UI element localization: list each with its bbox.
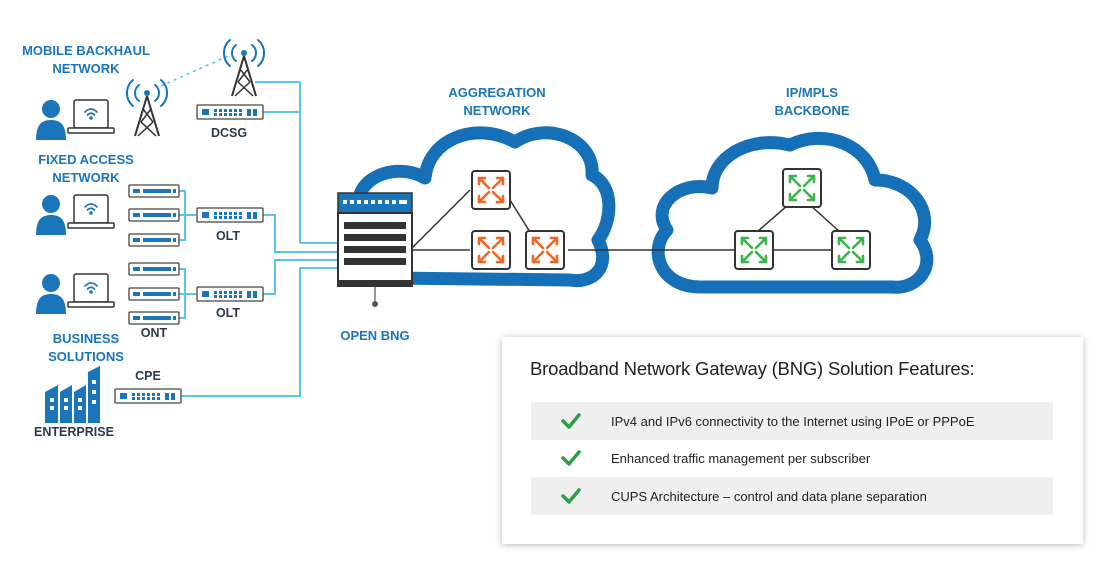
fixed-user-icon xyxy=(35,194,115,236)
ont-device xyxy=(128,262,180,276)
business-label-2: SOLUTIONS xyxy=(48,349,124,364)
enterprise-building-icon xyxy=(45,366,100,423)
olt-label-top: OLT xyxy=(216,229,240,243)
aggregation-router-left xyxy=(470,229,512,271)
olt-device-top xyxy=(196,207,264,223)
business-label-1: BUSINESS xyxy=(53,331,120,346)
feature-row: CUPS Architecture – control and data pla… xyxy=(531,477,1053,515)
ont-device xyxy=(128,233,180,247)
aggregation-label-2: NETWORK xyxy=(463,103,531,118)
fixed-access-label-2: NETWORK xyxy=(52,170,120,185)
fixed-access-label-1: FIXED ACCESS xyxy=(38,152,134,167)
aggregation-router-right xyxy=(524,229,566,271)
olt-label-bottom: OLT xyxy=(216,306,240,320)
cpe-label: CPE xyxy=(135,369,161,383)
backbone-router-left xyxy=(733,229,775,271)
olt-device-bottom xyxy=(196,286,264,302)
mobile-backhaul-label-2: NETWORK xyxy=(52,61,120,76)
ont-device xyxy=(128,208,180,222)
ont-device xyxy=(128,311,180,325)
open-bng-label: OPEN BNG xyxy=(340,328,409,343)
check-icon xyxy=(531,413,611,429)
backbone-router-right xyxy=(830,229,872,271)
check-icon xyxy=(531,450,611,466)
core-links xyxy=(411,189,841,251)
ont-device xyxy=(128,184,180,198)
check-icon xyxy=(531,488,611,504)
feature-text: CUPS Architecture – control and data pla… xyxy=(611,488,927,504)
features-title: Broadband Network Gateway (BNG) Solution… xyxy=(530,358,975,379)
ont-device xyxy=(128,287,180,301)
cell-tower-right xyxy=(222,39,266,97)
ont-label: ONT xyxy=(141,326,168,340)
cpe-device xyxy=(114,388,182,404)
cell-tower-left xyxy=(125,79,169,137)
feature-row: IPv4 and IPv6 connectivity to the Intern… xyxy=(531,402,1053,440)
business-user-icon xyxy=(35,273,115,315)
open-bng-device xyxy=(337,192,413,307)
mobile-backhaul-label-1: MOBILE BACKHAUL xyxy=(22,43,150,58)
feature-row: Enhanced traffic management per subscrib… xyxy=(531,439,1053,477)
aggregation-label-1: AGGREGATION xyxy=(448,85,545,100)
features-card: Broadband Network Gateway (BNG) Solution… xyxy=(502,337,1083,544)
backbone-router-top xyxy=(781,167,823,209)
enterprise-label: ENTERPRISE xyxy=(34,425,114,439)
wireless-link xyxy=(160,55,229,87)
feature-text: IPv4 and IPv6 connectivity to the Intern… xyxy=(611,413,975,429)
dcsg-label: DCSG xyxy=(211,126,247,140)
backbone-cloud xyxy=(651,131,934,294)
mobile-user-icon xyxy=(35,99,115,141)
access-links xyxy=(179,81,337,397)
aggregation-router-top xyxy=(470,169,512,211)
backbone-label-2: BACKBONE xyxy=(774,103,849,118)
feature-text: Enhanced traffic management per subscrib… xyxy=(611,450,871,466)
backbone-label-1: IP/MPLS xyxy=(786,85,838,100)
dcsg-device xyxy=(196,104,264,120)
